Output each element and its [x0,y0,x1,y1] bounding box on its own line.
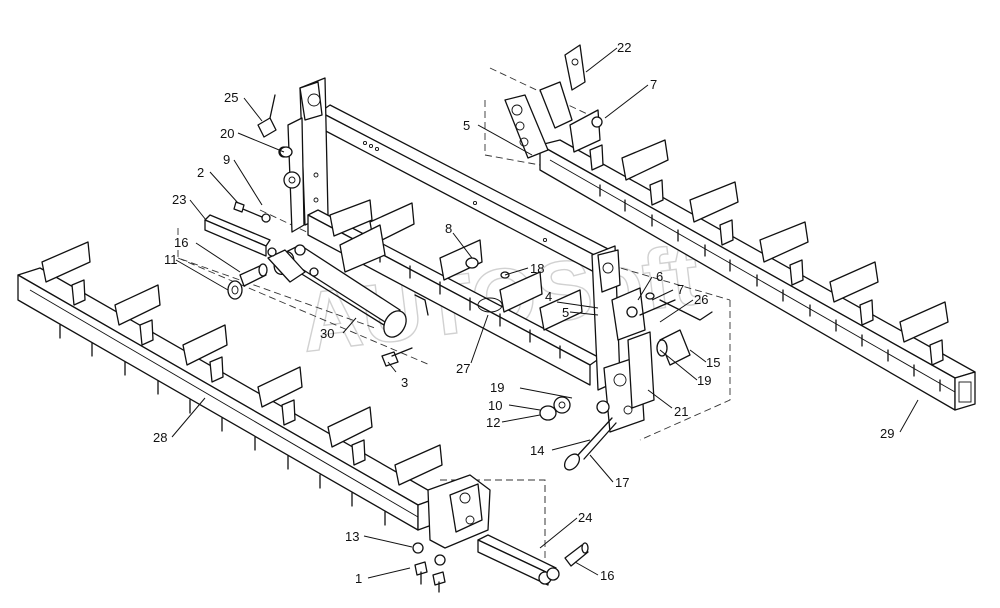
callout-14: 14 [530,443,544,458]
tines-beam-28 [59,324,386,526]
callout-26: 26 [694,292,708,307]
pin-17 [563,417,617,471]
callout-19-left: 19 [490,380,504,395]
nut-8-18 [465,257,510,279]
callout-24: 24 [578,510,592,525]
callout-13: 13 [345,529,359,544]
callout-16-bottom: 16 [600,568,614,583]
tines-beam-29 [599,184,941,392]
link-24 [477,534,560,586]
bolts-1 [414,561,446,593]
callout-15: 15 [706,355,720,370]
callout-22: 22 [617,40,631,55]
callout-23: 23 [172,192,186,207]
leader-lines [171,47,919,579]
callout-5-center: 5 [562,305,569,320]
bolt-3 [381,347,413,367]
callout-28: 28 [153,430,167,445]
callout-6: 6 [656,269,663,284]
callout-8: 8 [445,221,452,236]
brackets-beam-29 [569,109,949,366]
callout-30: 30 [320,326,334,341]
callout-11: 11 [164,252,178,267]
callout-29: 29 [880,426,894,441]
callout-18: 18 [530,261,544,276]
callout-3: 3 [401,375,408,390]
hinge-bracket-right [504,44,603,159]
callout-17: 17 [615,475,629,490]
pin-16-bottom [564,542,589,567]
callout-16-left: 16 [174,235,188,250]
hydraulic-cylinder [267,224,429,338]
pin-16-left [239,263,268,287]
callout-21: 21 [674,404,688,419]
brackets-beam-28 [41,241,443,486]
callout-4: 4 [545,289,552,304]
pin-25 [257,94,277,138]
callout-20: 20 [220,126,234,141]
washers-10-12 [539,396,571,421]
callouts: 1 2 3 4 5 5 6 7 7 8 9 10 11 12 13 14 15 … [153,40,894,586]
nut-20 [279,146,293,158]
callout-10: 10 [488,398,502,413]
callout-27: 27 [456,361,470,376]
hinge-bracket-left [412,474,491,566]
right-tower [591,245,655,433]
bolt-2 [233,201,271,223]
callout-9: 9 [223,152,230,167]
left-tower [278,77,329,233]
washer-11 [227,280,243,300]
callout-19-right: 19 [697,373,711,388]
spring-pin-7 [639,292,676,316]
callout-25: 25 [224,90,238,105]
link-23 [204,214,277,257]
callout-7-right: 7 [650,77,657,92]
callout-5-right: 5 [463,118,470,133]
callout-2: 2 [197,165,204,180]
callout-12: 12 [486,415,500,430]
callout-7-center: 7 [677,282,684,297]
callout-1: 1 [355,571,362,586]
